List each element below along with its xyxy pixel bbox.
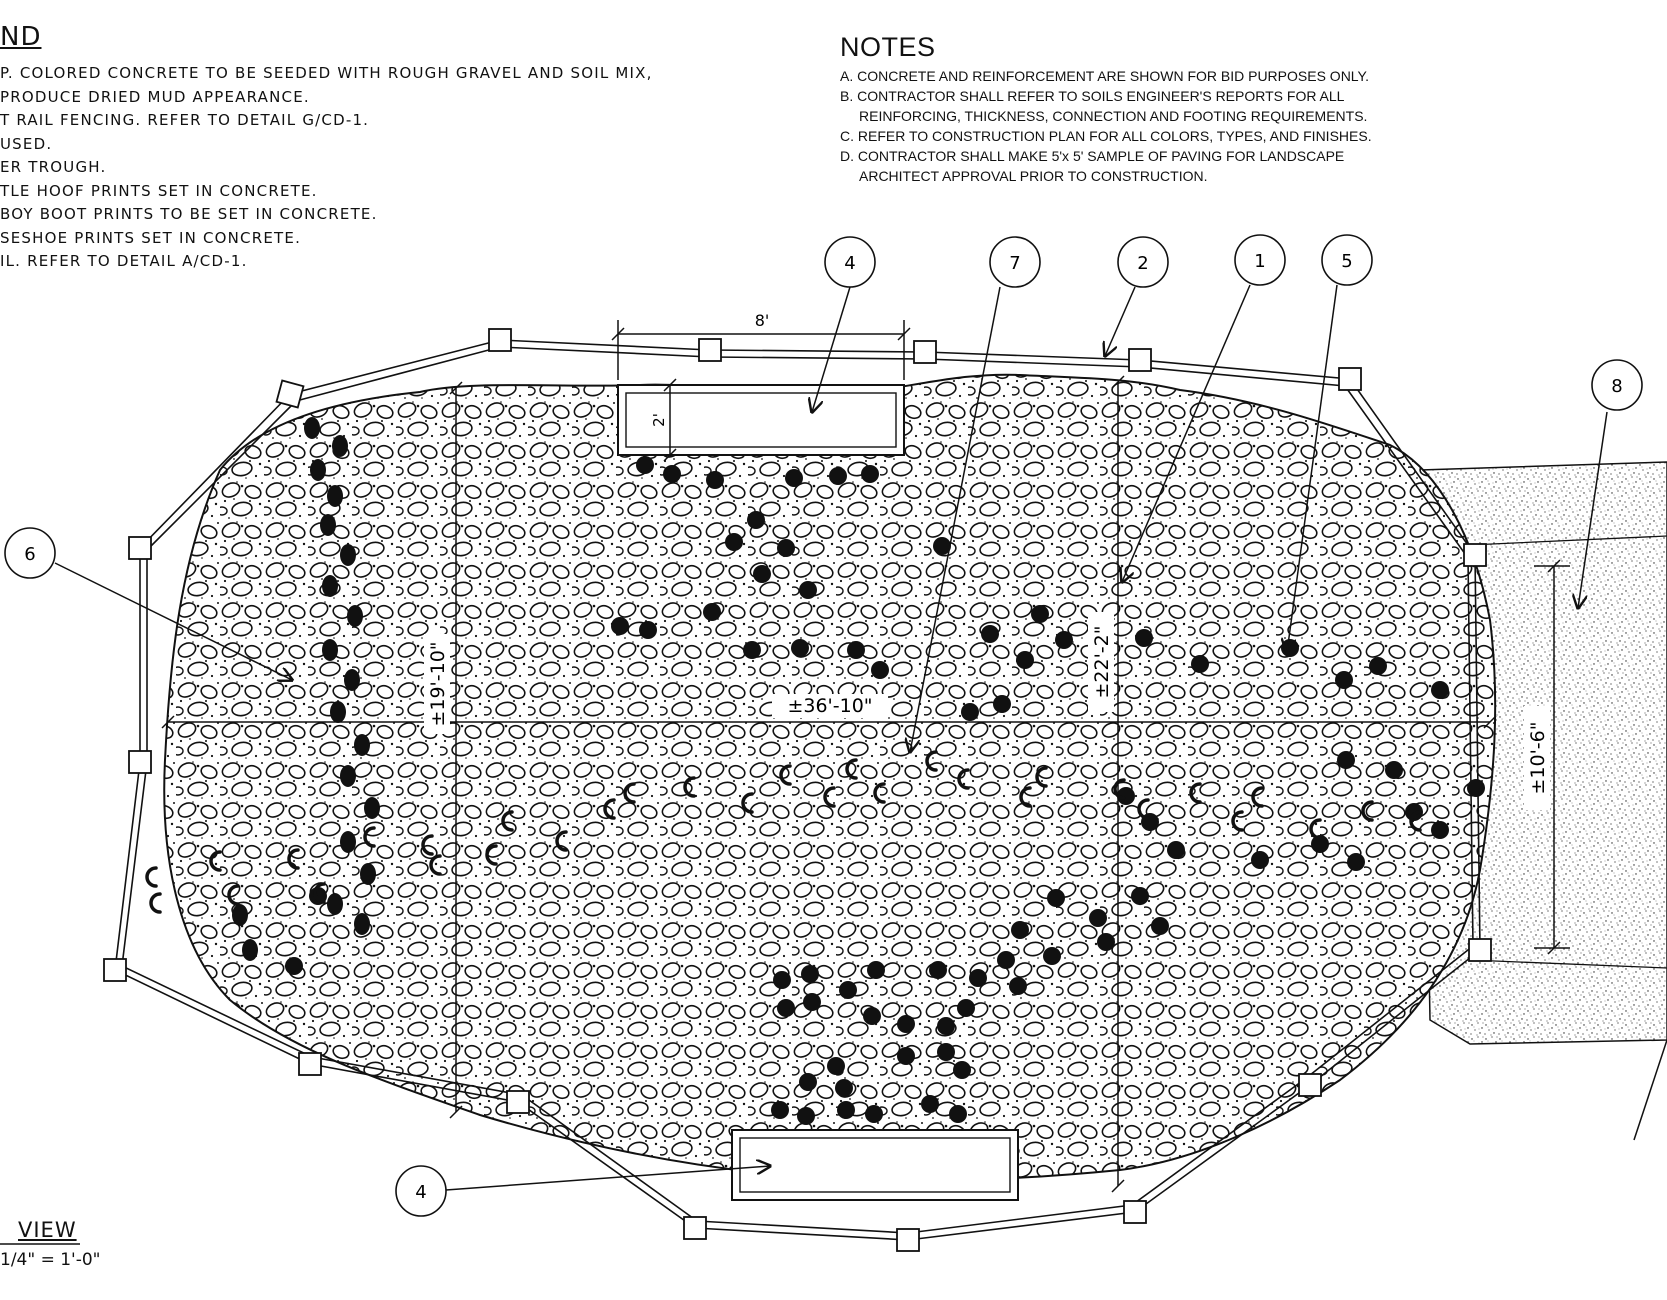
notes-title: NOTES [840, 32, 936, 62]
horseshoe-prints [145, 750, 1422, 914]
leader-lines [54, 284, 1608, 1191]
dim-east-width: ±22'-2" [1091, 625, 1113, 698]
legend-item: SESHOE PRINTS SET IN CONCRETE. [0, 228, 302, 247]
dim-overall-length: ±36'-10" [787, 695, 872, 717]
note-item: D. CONTRACTOR SHALL MAKE 5'x 5' SAMPLE O… [840, 148, 1345, 164]
callout-bubble-5 [1321, 234, 1373, 286]
callout-bubble-4-top [824, 236, 876, 288]
callout-bubble-7 [989, 236, 1041, 288]
callout-2: 2 [1137, 253, 1148, 274]
callout-7: 7 [1009, 253, 1020, 274]
dim-trough-width: 2' [650, 413, 668, 427]
note-item: B. CONTRACTOR SHALL REFER TO SOILS ENGIN… [840, 88, 1345, 104]
callout-8: 8 [1611, 376, 1622, 397]
legend-item: P. COLORED CONCRETE TO BE SEEDED WITH RO… [0, 64, 653, 82]
legend-item: IL. REFER TO DETAIL A/CD-1. [0, 252, 248, 270]
legend-item: PRODUCE DRIED MUD APPEARANCE. [0, 87, 310, 106]
legend-item: ER TROUGH. [0, 158, 107, 176]
notes-list: A. CONCRETE AND REINFORCEMENT ARE SHOWN … [840, 66, 1372, 186]
callout-6: 6 [24, 544, 35, 565]
callout-bubble-8 [1591, 359, 1643, 411]
concrete-pad [163, 373, 1497, 1182]
fence-posts [103, 328, 1492, 1252]
callout-4-top: 4 [844, 253, 855, 274]
view-title: VIEW [18, 1218, 77, 1242]
callout-5: 5 [1341, 251, 1352, 272]
note-item: C. REFER TO CONSTRUCTION PLAN FOR ALL CO… [840, 128, 1372, 144]
legend-item: TLE HOOF PRINTS SET IN CONCRETE. [0, 181, 318, 200]
dim-west-width: ±19'-10" [427, 641, 449, 726]
legend-list: P. COLORED CONCRETE TO BE SEEDED WITH RO… [0, 64, 653, 276]
callout-1: 1 [1254, 251, 1265, 272]
split-rail-fence [114, 339, 1481, 1241]
note-item: A. CONCRETE AND REINFORCEMENT ARE SHOWN … [840, 68, 1369, 84]
dim-trough-length: 8' [755, 311, 770, 330]
note-item-continuation: REINFORCING, THICKNESS, CONNECTION AND F… [859, 108, 1368, 124]
callout-bubble-1 [1234, 234, 1286, 286]
callout-bubble-4-bottom [395, 1165, 447, 1217]
legend-item: USED. [0, 134, 53, 153]
callout-bubble-6 [4, 527, 56, 579]
legend-item: T RAIL FENCING. REFER TO DETAIL G/CD-1. [0, 111, 370, 129]
view-scale: 1/4" = 1'-0" [0, 1250, 101, 1270]
callout-4-bottom: 4 [415, 1182, 426, 1203]
legend-title: ND [0, 22, 42, 52]
callout-bubble-2 [1117, 236, 1169, 288]
legend-item: BOY BOOT PRINTS TO BE SET IN CONCRETE. [0, 205, 378, 223]
note-item-continuation: ARCHITECT APPROVAL PRIOR TO CONSTRUCTION… [859, 168, 1208, 184]
dimension-lines [161, 320, 1570, 1193]
dim-path-width: ±10'-6" [1527, 721, 1549, 794]
hoof-prints [232, 417, 1485, 1125]
